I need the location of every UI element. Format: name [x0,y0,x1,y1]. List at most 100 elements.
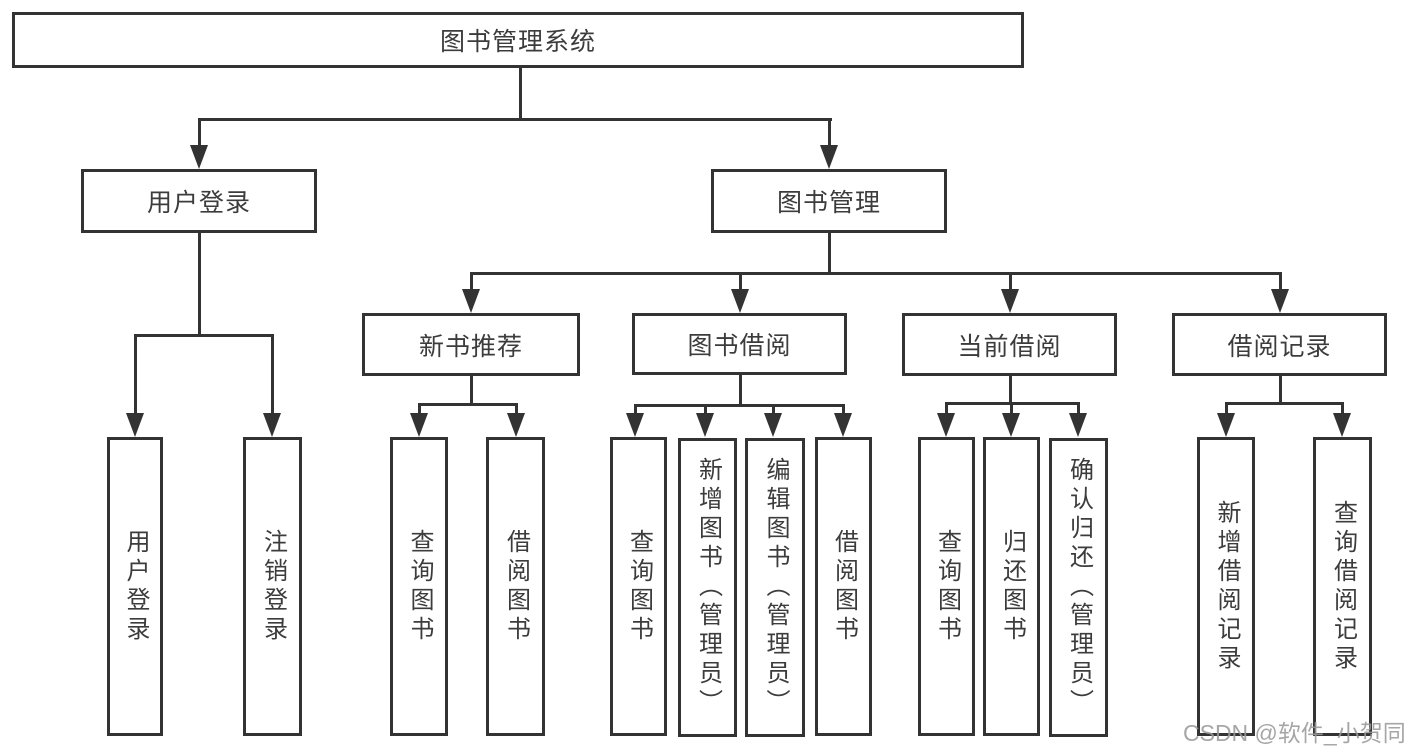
arrow-down-icon [731,272,749,313]
node-borrow-add-book-admin: 新增图书（管理员） [678,438,737,737]
arrowhead-icon [696,413,714,437]
connector-line [1009,376,1012,404]
arrow-down-icon [626,404,644,437]
arrowhead-icon [263,413,281,437]
node-login: 用户登录 [107,437,163,736]
node-user-login-module: 用户登录 [81,169,317,233]
node-logout: 注销登录 [243,437,302,736]
arrow-down-icon [1271,272,1289,313]
node-label: 查询图书 [406,528,433,645]
node-newrec-query-book: 查询图书 [390,437,448,736]
node-borrow-borrow-book: 借阅图书 [815,437,872,736]
node-records-add-record: 新增借阅记录 [1197,437,1255,736]
connector-line [519,68,522,119]
arrowhead-icon [1271,289,1289,313]
connector-line [470,272,1282,275]
arrowhead-icon [626,413,644,437]
arrow-shaft [197,118,201,145]
node-label: 新增图书（管理员） [694,457,722,718]
arrow-shaft [1224,402,1228,413]
node-library-system: 图书管理系统 [12,12,1024,68]
connector-line [634,404,845,407]
arrowhead-icon [937,413,955,437]
node-current-borrowing: 当前借阅 [902,313,1117,376]
node-records-query-record: 查询借阅记录 [1313,437,1372,736]
arrow-shaft [827,118,831,145]
node-current-query-book: 查询图书 [918,437,975,736]
node-current-confirm-return-admin: 确认归还（管理员） [1049,438,1108,737]
arrowhead-icon [820,145,838,169]
node-label: 归还图书 [998,528,1026,645]
node-label: 注销登录 [259,528,287,645]
arrowhead-icon [834,413,852,437]
connector-line [470,376,473,405]
arrow-shaft [633,404,637,413]
arrowhead-icon [1001,289,1019,313]
arrow-down-icon [507,403,525,437]
node-label: 当前借阅 [957,332,1062,361]
node-label: 确认归还（管理员） [1065,457,1093,718]
arrowhead-icon [764,413,782,437]
node-label: 查询图书 [625,528,653,645]
connector-line [945,402,1080,405]
arrow-down-icon [462,272,480,313]
connector-line [198,118,832,121]
arrow-shaft [417,403,421,413]
node-label: 用户登录 [146,189,251,217]
arrow-shaft [1008,272,1012,289]
node-label: 图书管理 [776,189,881,217]
node-new-book-recommend: 新书推荐 [362,313,580,376]
connector-line [1225,402,1344,405]
arrow-down-icon [696,404,714,437]
arrow-shaft [1076,402,1080,413]
arrow-down-icon [410,403,428,437]
arrow-shaft [703,404,707,413]
arrow-down-icon [834,404,852,437]
arrow-shaft [841,404,845,413]
node-label: 新增借阅记录 [1213,499,1240,674]
arrow-down-icon [764,404,782,437]
arrowhead-icon [507,413,525,437]
arrow-shaft [738,272,742,289]
arrowhead-icon [1333,413,1351,437]
node-book-management-module: 图书管理 [711,169,947,233]
node-label: 编辑图书（管理员） [762,457,789,718]
arrowhead-icon [190,145,208,169]
arrow-shaft [944,402,948,413]
arrow-down-icon [1333,402,1351,437]
node-newrec-borrow-book: 借阅图书 [486,437,545,736]
arrow-down-icon [1217,402,1235,437]
node-label: 借阅图书 [502,528,530,645]
arrow-down-icon [126,334,144,437]
arrow-down-icon [820,118,838,169]
connector-line [418,403,518,406]
arrowhead-icon [731,289,749,313]
arrow-shaft [270,334,274,413]
connector-line [739,375,742,406]
arrow-down-icon [1069,402,1087,437]
node-label: 图书管理系统 [439,28,596,56]
arrow-shaft [469,272,473,289]
arrow-shaft [1009,402,1013,413]
arrow-shaft [514,403,518,413]
arrowhead-icon [1002,413,1020,437]
arrow-shaft [1340,402,1344,413]
node-label: 查询图书 [933,528,961,645]
arrow-down-icon [1002,402,1020,437]
node-label: 查询借阅记录 [1329,499,1357,674]
node-book-borrowing: 图书借阅 [632,313,847,375]
node-borrow-edit-book-admin: 编辑图书（管理员） [745,438,805,737]
arrowhead-icon [1217,413,1235,437]
arrowhead-icon [126,413,144,437]
csdn-watermark: CSDN @软件_小贺同学 [1183,720,1405,746]
arrow-shaft [1278,272,1282,289]
arrow-shaft [771,404,775,413]
connector-line [1279,376,1282,404]
arrowhead-icon [462,289,480,313]
node-label: 借阅记录 [1227,332,1332,361]
node-borrowing-records: 借阅记录 [1172,313,1387,376]
node-label: 用户登录 [122,528,149,645]
node-label: 新书推荐 [418,332,523,361]
node-label: 图书借阅 [687,332,792,360]
